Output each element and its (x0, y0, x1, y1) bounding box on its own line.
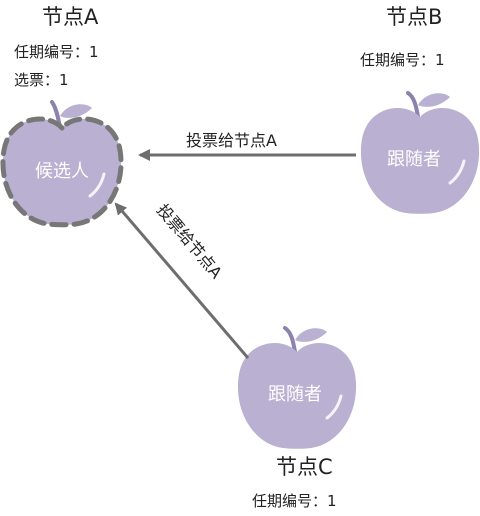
candidate-apple-icon: 候选人 (3, 100, 121, 225)
apple-stem (283, 326, 297, 354)
edge-b-to-a-label: 投票给节点A (186, 131, 277, 150)
edge-c-to-a-label: 投票给节点A (153, 200, 226, 282)
node-a-role: 候选人 (35, 161, 89, 182)
apple-highlight (448, 159, 466, 185)
node-c-term: 任期编号：1 (252, 492, 337, 510)
node-b-term: 任期编号：1 (360, 51, 445, 69)
vote-arrow-c-to-a (114, 202, 250, 359)
apple-leaf (418, 93, 450, 107)
node-b-title: 节点B (386, 5, 442, 29)
edge-b-to-a: 投票给节点A (138, 131, 356, 161)
node-c: 跟随者 节点C 任期编号：1 (237, 326, 357, 510)
node-c-role: 跟随者 (268, 384, 322, 405)
apple-stem (406, 91, 420, 119)
apple-leaf (60, 104, 92, 118)
node-a: 节点A 任期编号：1 选票：1 候选人 (3, 5, 121, 225)
node-c-title: 节点C (276, 455, 333, 479)
apple-highlight (88, 172, 106, 198)
edge-c-to-a: 投票给节点A (114, 200, 250, 359)
follower-apple-icon: 跟随者 (237, 326, 357, 449)
node-b-role: 跟随者 (387, 149, 441, 170)
node-b: 节点B 任期编号：1 跟随者 (360, 5, 480, 214)
node-a-votes: 选票：1 (14, 71, 69, 89)
node-a-term: 任期编号：1 (14, 43, 99, 61)
apple-leaf (295, 328, 327, 342)
apple-highlight (325, 394, 343, 420)
follower-apple-icon: 跟随者 (360, 91, 480, 214)
node-a-title: 节点A (42, 5, 99, 29)
